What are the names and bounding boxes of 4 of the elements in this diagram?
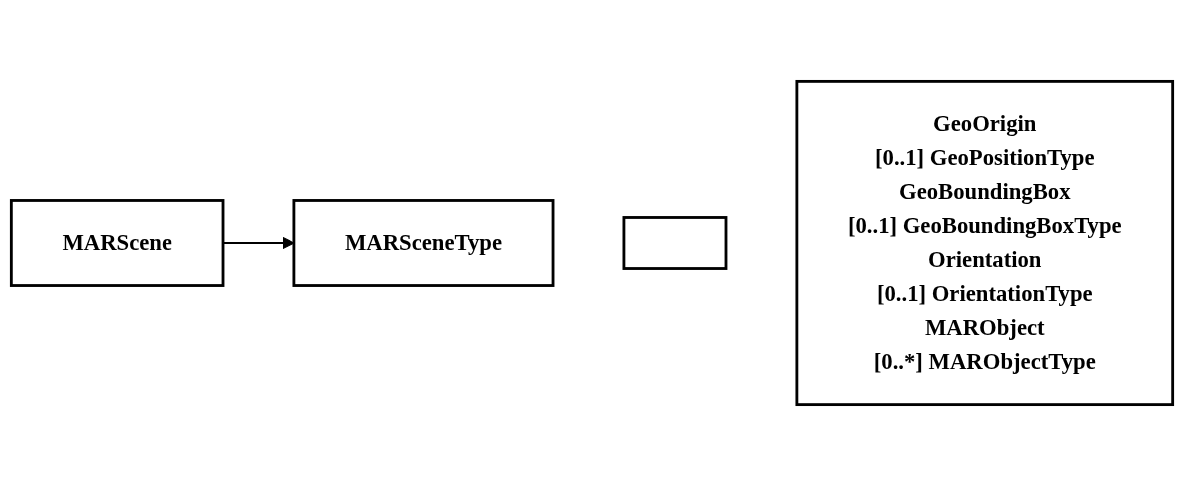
node-box — [622, 216, 728, 270]
node-box: MARScene — [9, 199, 225, 287]
node-box: GeoOrigin [0..1] GeoPositionType GeoBoundingBox [0..1] GeoBoundingBoxType Orientation [0..1] OrientationType MARObject [0..*] MARObjectType — [795, 79, 1175, 407]
node-box: MARSceneType — [292, 199, 555, 287]
